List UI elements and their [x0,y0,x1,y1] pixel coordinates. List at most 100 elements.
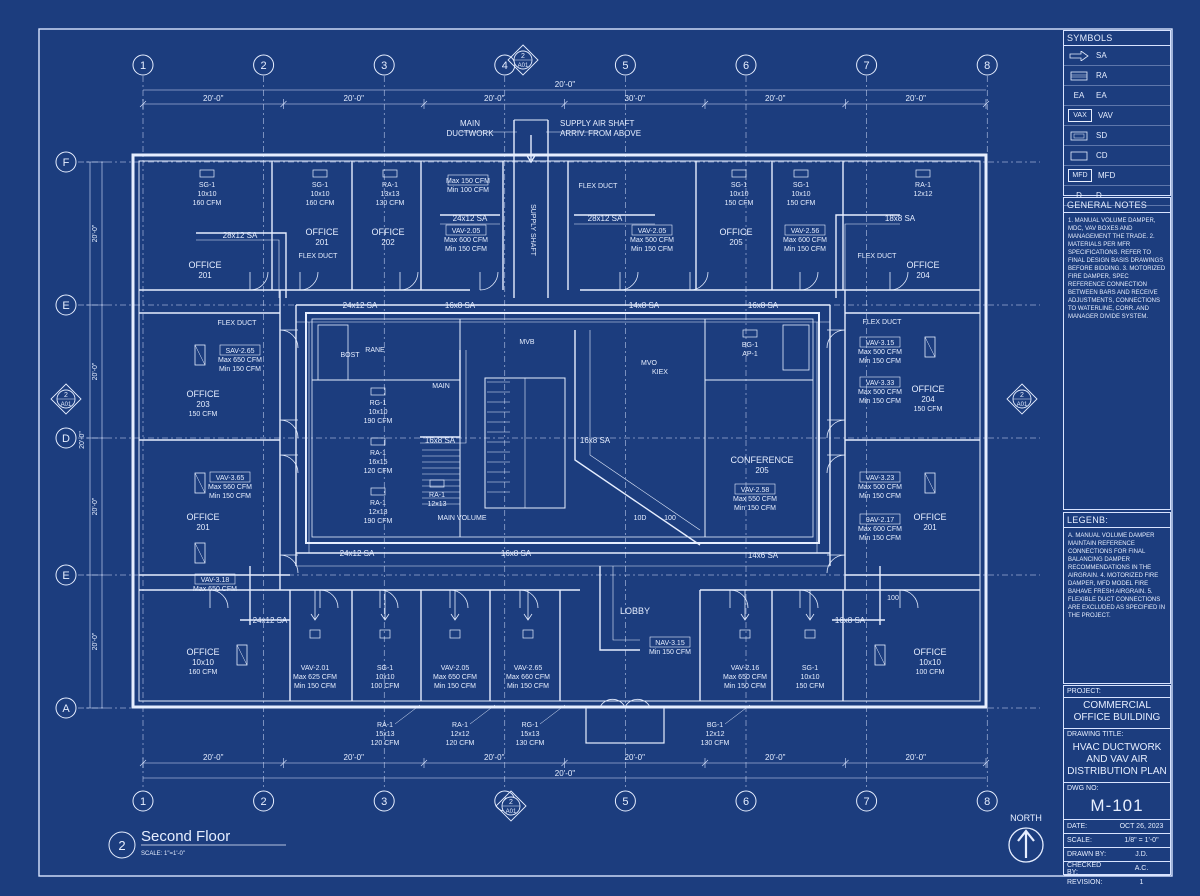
diffuser-text: 120 CFM [364,468,393,475]
vav-text: 150 CFM [796,683,825,690]
section-marker-bottom-num: 2 [509,799,513,806]
grid-lines [78,76,1040,790]
vav-text: Min 150 CFM [859,358,901,365]
drawing-title-value: HVAC DUCTWORK AND VAV AIR DISTRIBUTION P… [1064,740,1170,783]
symbol-row: CD [1064,146,1170,166]
dimension-label: 20'-0" [344,753,365,762]
grid-bubble-top-6: 6 [735,54,757,76]
grid-bubble-top-3-label: 3 [381,60,387,72]
vav-text: Max 150 CFM [446,178,490,185]
main-ductwork-callout: MAIN DUCTWORK [446,119,494,138]
grid-bubble-top-7: 7 [856,54,878,76]
supply-shaft-arrow [460,131,600,164]
return-text: RA-1 [452,722,468,729]
overall-dimension-bottom: 20'-0" [555,769,576,778]
grid-bubble-bottom-7-label: 7 [864,796,870,808]
room-number: 201 [196,523,210,532]
grid-bubbles: 1122334455667788FEDEA2A012A012A012A01 [50,44,1038,822]
room-name: OFFICE [306,227,339,237]
duct-size: 16x8 SA [748,301,779,310]
room-name: OFFICE [187,389,220,399]
vav-text: VAV-2.05 [452,228,481,235]
dwg-no-label: DWG NO: [1067,785,1099,792]
grille-icon [194,472,206,494]
vav-text: Min 150 CFM [219,366,261,373]
duct-size: 14x8 SA [629,301,660,310]
room-number: 201 [198,271,212,280]
duct-size: 16x8 SA [445,301,476,310]
symbol-label: MFD [1098,171,1116,180]
diffuser: BG-1AP-1 [742,329,758,358]
vav-text: Max 550 CFM [733,496,777,503]
flex-duct-label: FLEX DUCT [858,253,898,260]
dimension-label: 20'-0" [765,94,786,103]
vav-text: 9AV-2.17 [866,517,894,524]
vav-text: Min 150 CFM [859,535,901,542]
text-icon: EA [1073,91,1085,100]
diffuser-text: RA-1 [370,500,386,507]
arrow-icon [1068,50,1090,61]
grid-bubble-row-1: E [55,294,77,316]
grid-bubble-row-2: D [55,427,77,449]
room-cfm: 150 CFM [189,411,218,418]
mfd-icon: MFD [1068,169,1092,182]
return-text: 12x12 [705,731,724,738]
title-block: PROJECT: COMMERCIAL OFFICE BUILDING DRAW… [1063,685,1171,886]
grid-bubble-top-5: 5 [614,54,636,76]
dimension-label: 30'-0" [625,94,646,103]
section-marker-right-num: 2 [1020,392,1024,399]
vav-text: VAV-2.58 [741,487,770,494]
core-label: RANE [365,347,385,354]
room-number: 205 [729,238,743,247]
vav-text: Min 150 CFM [434,683,476,690]
section-marker-top-sheet: A01 [518,63,529,69]
return-text: 120 CFM [446,740,475,747]
diffuser-text: 160 CFM [193,200,222,207]
return-text: BG-1 [707,722,723,729]
grid-bubble-top-2: 2 [253,54,275,76]
drawing-number: 2 [118,838,125,853]
symbol-row: RA [1064,66,1170,86]
grid-bubble-top-8-label: 8 [984,60,990,72]
core-label: MAIN [432,383,450,390]
vav-text: Min 150 CFM [724,683,766,690]
diffuser-text: 10x10 [368,409,387,416]
dimension-label-left: 20'-0" [92,224,99,242]
vav-text: SG-1 [377,665,393,672]
diffuser-text: SG-1 [312,182,328,189]
grid-bubble-top-2-label: 2 [261,60,267,72]
svg-text:ARRIV. FROM ABOVE: ARRIV. FROM ABOVE [560,129,641,138]
grid-bubble-row-0-label: F [63,157,70,169]
core-label: 100 [664,515,676,522]
drawing-title: Second Floor [141,828,230,845]
duct-size: 16x8 SA [835,616,866,625]
vav-text: VAV-3.15 [866,340,895,347]
grid-bubble-bottom-3: 3 [373,790,395,812]
symbol-label: RA [1096,71,1108,80]
grid-bubble-bottom-2: 2 [253,790,275,812]
room-name: LOBBY [620,606,650,616]
room-number: 10x10 [192,658,214,667]
vav-text: SAV-2.65 [225,348,254,355]
duct-size: 28x12 SA [223,231,258,240]
section-marker-left-num: 2 [64,392,68,399]
core-label: 10D [634,515,647,522]
grid-bubble-row-4-label: A [62,703,70,715]
vav-text: Max 560 CFM [208,484,252,491]
grid-bubble-top-4-label: 4 [502,60,508,72]
grid-bubble-bottom-2-label: 2 [261,796,267,808]
vav-text: VAV-3.23 [866,475,895,482]
